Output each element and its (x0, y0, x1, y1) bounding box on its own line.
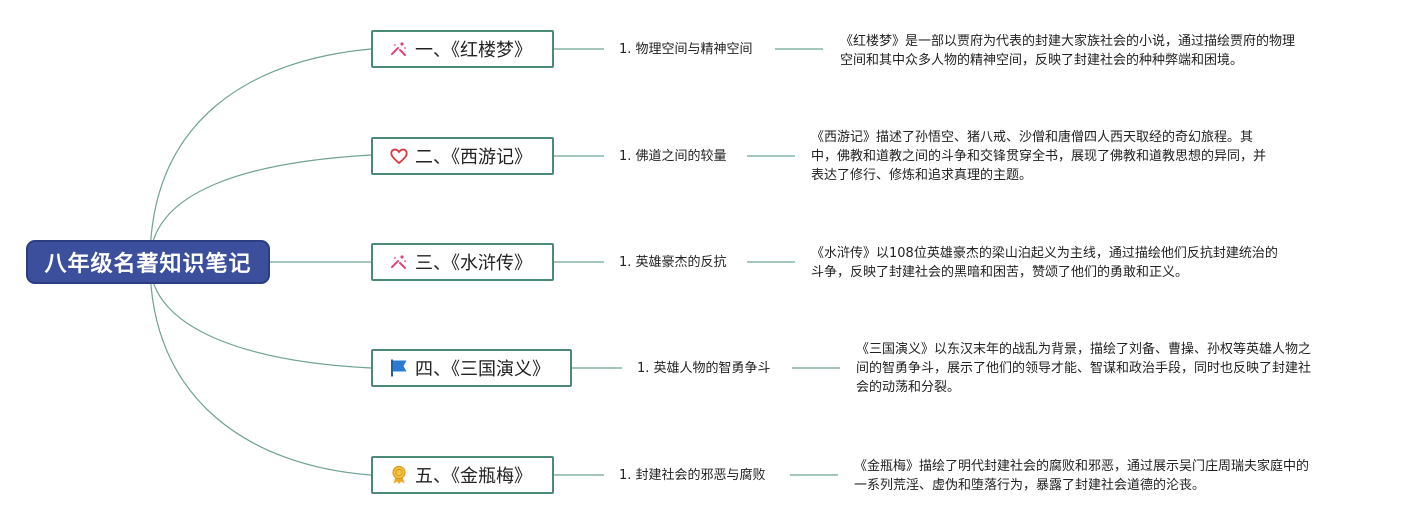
subtopic-3[interactable]: 1. 英雄豪杰的反抗 (619, 255, 727, 270)
description-3: 《水浒传》以108位英雄豪杰的梁山泊起义为主线，通过描绘他们反抗封建统治的 斗争… (811, 244, 1278, 282)
branch-topic-3[interactable]: 三、《水浒传》 (371, 243, 554, 281)
description-2: 《西游记》描述了孙悟空、猪八戒、沙僧和唐僧四人西天取经的奇幻旅程。其 中，佛教和… (811, 128, 1266, 185)
description-line: 《金瓶梅》描绘了明代封建社会的腐败和邪恶，通过展示吴门庄周瑞夫家庭中的 (854, 459, 1310, 474)
connector-root-branch-4 (149, 261, 372, 369)
sparkle-icon (391, 255, 407, 269)
description-1: 《红楼梦》是一部以贾府为代表的封建大家族社会的小说，通过描绘贾府的物理 空间和其… (840, 32, 1295, 70)
description-5: 《金瓶梅》描绘了明代封建社会的腐败和邪恶，通过展示吴门庄周瑞夫家庭中的 一系列荒… (854, 457, 1309, 495)
description-line: 《红楼梦》是一部以贾府为代表的封建大家族社会的小说，通过描绘贾府的物理 (840, 34, 1296, 49)
description-line: 中，佛教和道教之间的斗争和交锋贯穿全书，展现了佛教和道教思想的异同，并 (811, 149, 1267, 164)
subtopic-1[interactable]: 1. 物理空间与精神空间 (619, 42, 753, 57)
branch-title: 三、《水浒传》 (415, 253, 532, 274)
branch-title: 四、《三国演义》 (415, 359, 550, 380)
branch-topic-5[interactable]: 五、《金瓶梅》 (371, 456, 554, 494)
description-line: 《水浒传》以108位英雄豪杰的梁山泊起义为主线，通过描绘他们反抗封建统治的 (811, 246, 1278, 261)
description-line: 会的动荡和分裂。 (856, 380, 961, 395)
branch-topic-1[interactable]: 一、《红楼梦》 (371, 30, 554, 68)
subtopic-5[interactable]: 1. 封建社会的邪恶与腐败 (619, 468, 766, 483)
award-ribbon-icon (392, 465, 406, 484)
description-line: 间的智勇争斗，展示了他们的领导才能、智谋和政治手段，同时也反映了封建社 (856, 361, 1312, 376)
description-line: 空间和其中众多人物的精神空间，反映了封建社会的种种弊端和困境。 (840, 53, 1244, 68)
description-line: 《三国演义》以东汉末年的战乱为背景，描绘了刘备、曹操、孙权等英雄人物之 (856, 342, 1312, 357)
subtopic-4[interactable]: 1. 英雄人物的智勇争斗 (637, 361, 771, 376)
connector-root-branch-1 (149, 48, 372, 263)
description-line: 斗争，反映了封建社会的黑暗和困苦，赞颂了他们的勇敢和正义。 (811, 265, 1189, 280)
description-line: 《西游记》描述了孙悟空、猪八戒、沙僧和唐僧四人西天取经的奇幻旅程。其 (811, 130, 1254, 145)
sparkle-icon (391, 42, 407, 56)
root-topic[interactable]: 八年级名著知识笔记 (26, 240, 270, 284)
description-4: 《三国演义》以东汉末年的战乱为背景，描绘了刘备、曹操、孙权等英雄人物之 间的智勇… (856, 340, 1311, 397)
description-line: 一系列荒淫、虚伪和堕落行为，暴露了封建社会道德的沦丧。 (854, 478, 1206, 493)
subtopic-2[interactable]: 1. 佛道之间的较量 (619, 149, 727, 164)
branch-title: 五、《金瓶梅》 (415, 466, 532, 487)
connector-root-branch-2 (149, 154, 372, 263)
root-title: 八年级名著知识笔记 (44, 252, 252, 277)
branch-topic-4[interactable]: 四、《三国演义》 (371, 349, 572, 387)
connector-root-branch-5 (149, 261, 372, 476)
heart-icon (390, 148, 408, 165)
branch-topic-2[interactable]: 二、《西游记》 (371, 137, 554, 175)
branch-title: 二、《西游记》 (415, 147, 532, 168)
branch-title: 一、《红楼梦》 (415, 40, 532, 61)
flag-icon (391, 359, 407, 377)
description-line: 表达了修行、修炼和追求真理的主题。 (811, 168, 1033, 183)
